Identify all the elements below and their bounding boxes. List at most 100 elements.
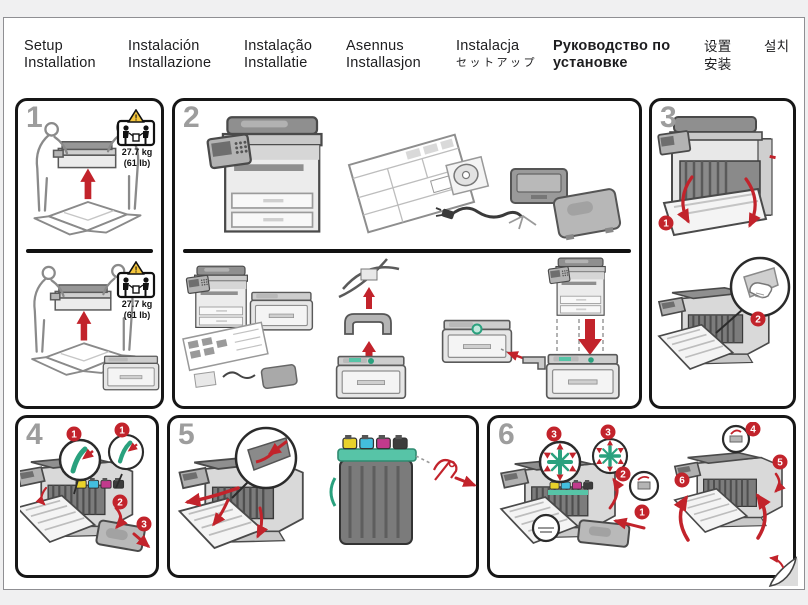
bracket-piece	[522, 356, 546, 370]
lang-line: Руководство по	[553, 38, 671, 54]
remove-packing-strips-illustration	[178, 426, 477, 550]
two-person-lift-icon: !	[116, 109, 156, 147]
panel-number: 3	[660, 101, 677, 134]
header-language-zh: 设置 安装	[704, 38, 731, 74]
step-badge-3: 3	[546, 426, 562, 442]
weight-lb-label: (61 lb)	[123, 158, 151, 168]
step-badge-2: 2	[615, 466, 631, 482]
panel-number: 6	[498, 418, 515, 451]
two-person-lift-icon: !	[116, 261, 156, 299]
svg-text:3: 3	[551, 430, 557, 441]
header-language-en: Setup Installation	[24, 38, 96, 72]
dust-cover	[552, 188, 622, 241]
lock-imaging-kit-group: 3 3 2 1	[500, 424, 660, 548]
weight-kg-label: 27.7 kg	[121, 299, 153, 309]
power-cord	[435, 206, 523, 220]
setup-sheet	[347, 133, 476, 234]
lang-line: 安装	[704, 57, 732, 72]
weight-kg-label: 27.7 kg	[121, 147, 153, 157]
lang-line: Installation	[24, 55, 96, 71]
lock-and-close-illustration: 3 3 2 1 4	[500, 422, 788, 548]
svg-text:!: !	[135, 265, 138, 275]
lang-line: Installasjon	[346, 55, 421, 71]
lang-line: Instalación	[128, 38, 200, 54]
remove-packing-detail: 2	[657, 256, 791, 371]
weight-warning-label: ! 27.7 kg (61 lb)	[114, 109, 160, 169]
svg-text:6: 6	[679, 476, 685, 487]
lang-line: 설치	[764, 39, 790, 54]
magnifier-lever-detail	[109, 435, 143, 469]
page-curl-icon	[768, 554, 798, 587]
cd-disc	[445, 155, 490, 196]
panel-divider	[183, 249, 631, 253]
lang-line: Instalacja	[456, 38, 520, 54]
lang-line: Asennus	[346, 38, 404, 54]
red-hook-tool	[433, 458, 458, 481]
header-language-pt-nl: Instalação Installatie	[244, 38, 312, 72]
svg-text:3: 3	[605, 428, 611, 439]
panel-number: 4	[26, 418, 43, 451]
svg-text:1: 1	[639, 508, 645, 519]
remove-packing-group	[335, 258, 407, 400]
release-levers-illustration: 1 1 2 3	[20, 422, 152, 552]
panel-step-6: 6 3 3 2 1	[487, 415, 796, 578]
close-doors-group: 4 5 6	[673, 422, 788, 542]
imaging-kit-illustration	[329, 434, 477, 545]
warning-triangle-icon: !	[127, 261, 145, 275]
panel-step-3: 3 1	[649, 98, 796, 409]
weight-lb-label: (61 lb)	[123, 310, 151, 320]
panel-number: 1	[26, 101, 43, 134]
magnifier-lock-wheel	[538, 440, 582, 484]
svg-text:4: 4	[750, 425, 756, 436]
step-badge-6: 6	[674, 472, 690, 488]
step-badge-1: 1	[634, 504, 650, 520]
wire-handle	[508, 214, 537, 230]
printer-illustration	[206, 116, 323, 233]
printer-strip-removal	[178, 426, 304, 550]
svg-text:1: 1	[663, 219, 669, 230]
instruction-sheet-page: Setup Installation Instalación Installaz…	[3, 17, 805, 590]
svg-text:2: 2	[755, 315, 761, 326]
header-language-es-it: Instalación Installazione	[128, 38, 211, 72]
paper-tray	[510, 168, 568, 204]
power-cord-small	[222, 371, 256, 379]
svg-text:!: !	[135, 113, 138, 123]
header-language-ko: 설치	[764, 38, 789, 56]
svg-text:3: 3	[141, 520, 147, 531]
panel-step-5: 5	[167, 415, 479, 578]
setup-sheets	[182, 321, 269, 372]
warning-triangle-icon: !	[127, 109, 145, 123]
stack-printer-group	[545, 257, 620, 400]
lang-line: セットアップ	[456, 57, 537, 69]
lang-line: 设置	[704, 39, 732, 54]
optional-tray-setup-illustration	[182, 257, 620, 400]
step-badge-3: 3	[600, 424, 616, 440]
panel-step-1: 1 ! 27.7 kg (61 lb)	[15, 98, 164, 409]
svg-text:2: 2	[620, 470, 626, 481]
svg-text:5: 5	[777, 458, 783, 469]
open-front-door-illustration: 1 2	[657, 116, 791, 371]
panel-step-4: 4 1 1 2 3	[15, 415, 159, 578]
magnifier-lever-detail	[60, 440, 100, 480]
panel-divider	[26, 249, 153, 253]
packing-tape-label	[360, 268, 378, 281]
svg-text:2: 2	[117, 498, 123, 509]
header-language-pl-ja: Instalacja セットアップ	[456, 38, 537, 72]
step-badge-1: 1	[658, 215, 674, 231]
lang-line: установке	[553, 55, 628, 71]
lang-line: Instalação	[244, 38, 313, 54]
panel-number: 2	[183, 101, 200, 134]
step-badge-3: 3	[136, 516, 152, 532]
lang-line: Installazione	[128, 55, 212, 71]
step-badge-1: 1	[66, 426, 82, 442]
printer-and-tray-group	[182, 265, 314, 390]
step-badge-1: 1	[114, 422, 130, 438]
lang-line: Setup	[24, 38, 63, 54]
svg-text:1: 1	[119, 426, 125, 437]
box-contents-illustration	[206, 116, 622, 241]
optional-tray-unit	[102, 355, 160, 391]
install-bracket-group	[441, 319, 546, 370]
printer-front-door-opening	[657, 116, 776, 237]
header-language-fi-no: Asennus Installasjon	[346, 38, 421, 72]
